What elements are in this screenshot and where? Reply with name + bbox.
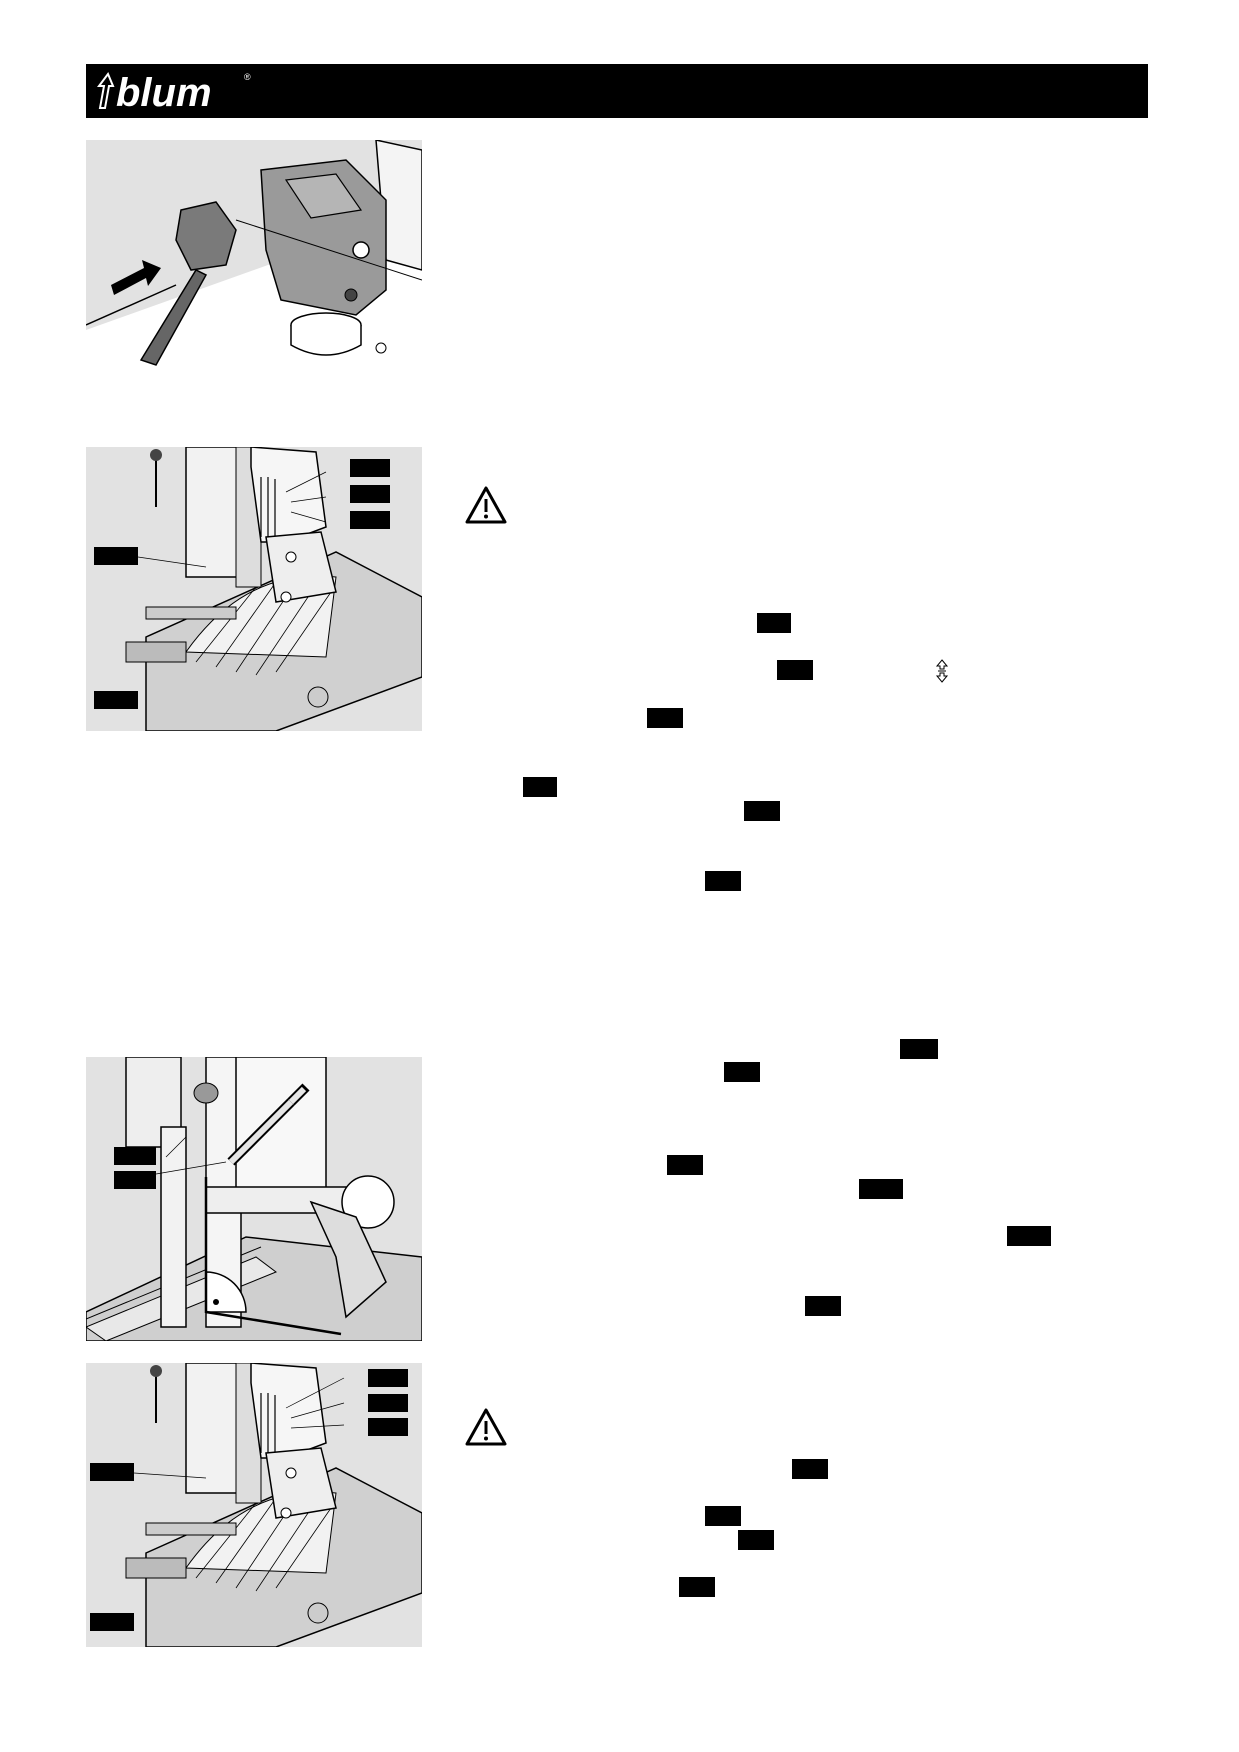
fig3-label-2	[114, 1171, 156, 1189]
figure-angle-adjust	[86, 1057, 422, 1341]
fig4-label-3	[368, 1418, 408, 1436]
text1-label-3	[647, 708, 683, 728]
fig4-label-4	[90, 1463, 134, 1481]
figure-hinge-insert	[86, 140, 422, 424]
text1-label-2	[777, 660, 813, 680]
hinge-insert-illustration	[86, 140, 422, 424]
text2-label-2	[724, 1062, 760, 1082]
fig4-label-2	[368, 1394, 408, 1412]
brand-name: blum	[116, 71, 212, 114]
text3-label-4	[679, 1577, 715, 1597]
text1-label-6	[705, 871, 741, 891]
fig2-label-2	[350, 485, 390, 503]
text3-label-1	[792, 1459, 828, 1479]
text2-label-3	[667, 1155, 703, 1175]
angle-adjust-illustration	[86, 1057, 422, 1341]
blum-logo: blum ®	[97, 71, 251, 114]
fig4-label-1	[368, 1369, 408, 1387]
fig2-label-3	[350, 511, 390, 529]
fig2-label-4	[94, 547, 138, 565]
text2-label-1	[900, 1039, 938, 1059]
machine-setup-illustration-1	[125, 447, 422, 731]
text3-label-3	[738, 1530, 774, 1550]
warning-icon-2	[465, 1408, 507, 1446]
figure-machine-setup-2	[86, 1363, 422, 1647]
figure-machine-setup-1	[86, 447, 422, 731]
text2-label-4	[859, 1179, 903, 1199]
machine-setup-illustration-2	[125, 1363, 422, 1647]
text1-label-1	[757, 613, 791, 633]
text1-label-4	[523, 777, 557, 797]
warning-icon	[465, 486, 507, 524]
registered-mark: ®	[244, 72, 251, 82]
text2-label-5	[1007, 1226, 1051, 1246]
fig3-label-1	[114, 1147, 156, 1165]
fig2-label-5	[94, 691, 138, 709]
text1-label-5	[744, 801, 780, 821]
vertical-adjust-icon	[935, 659, 949, 683]
fig2-label-1	[350, 459, 390, 477]
fig4-label-5	[90, 1613, 134, 1631]
header-bar: blum ®	[86, 64, 1148, 118]
text3-label-2	[705, 1506, 741, 1526]
text2-label-6	[805, 1296, 841, 1316]
